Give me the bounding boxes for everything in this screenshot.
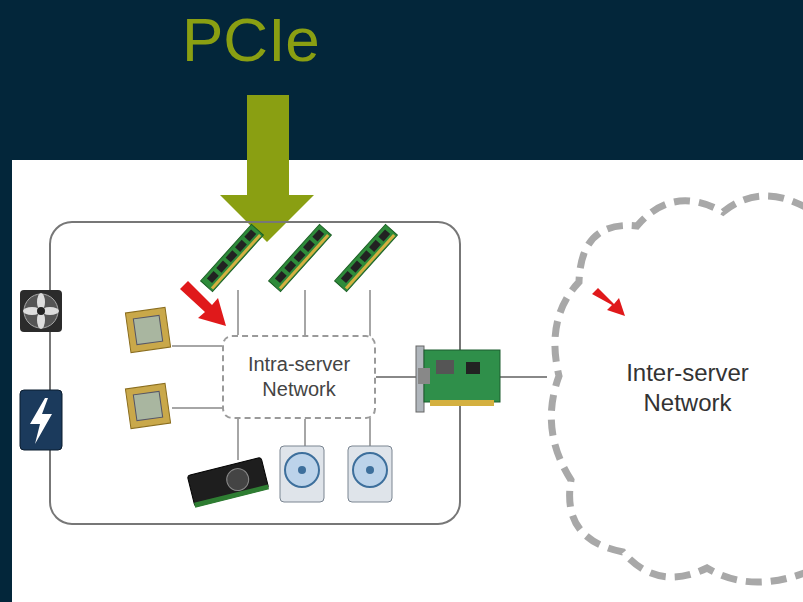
network-card <box>416 346 500 412</box>
memory-dimms <box>201 224 398 291</box>
gpu <box>187 457 269 507</box>
pcie-arrow-head <box>220 195 314 242</box>
node-label: Intra-server Network <box>234 352 364 402</box>
network-box: Intra-server Network <box>222 335 376 419</box>
power-icon <box>20 390 62 450</box>
server-outline <box>50 222 460 524</box>
hard-disks <box>280 446 392 502</box>
network-cloud: Inter-server Network <box>545 190 803 585</box>
bus-label: PCIe <box>182 4 320 75</box>
red-arrows <box>180 281 625 326</box>
node-label: Inter-server Network <box>585 358 790 418</box>
cloud-outline <box>545 190 803 585</box>
cpus <box>125 307 170 428</box>
pcie-arrow-shaft <box>247 95 289 197</box>
fan-icon <box>20 290 62 332</box>
